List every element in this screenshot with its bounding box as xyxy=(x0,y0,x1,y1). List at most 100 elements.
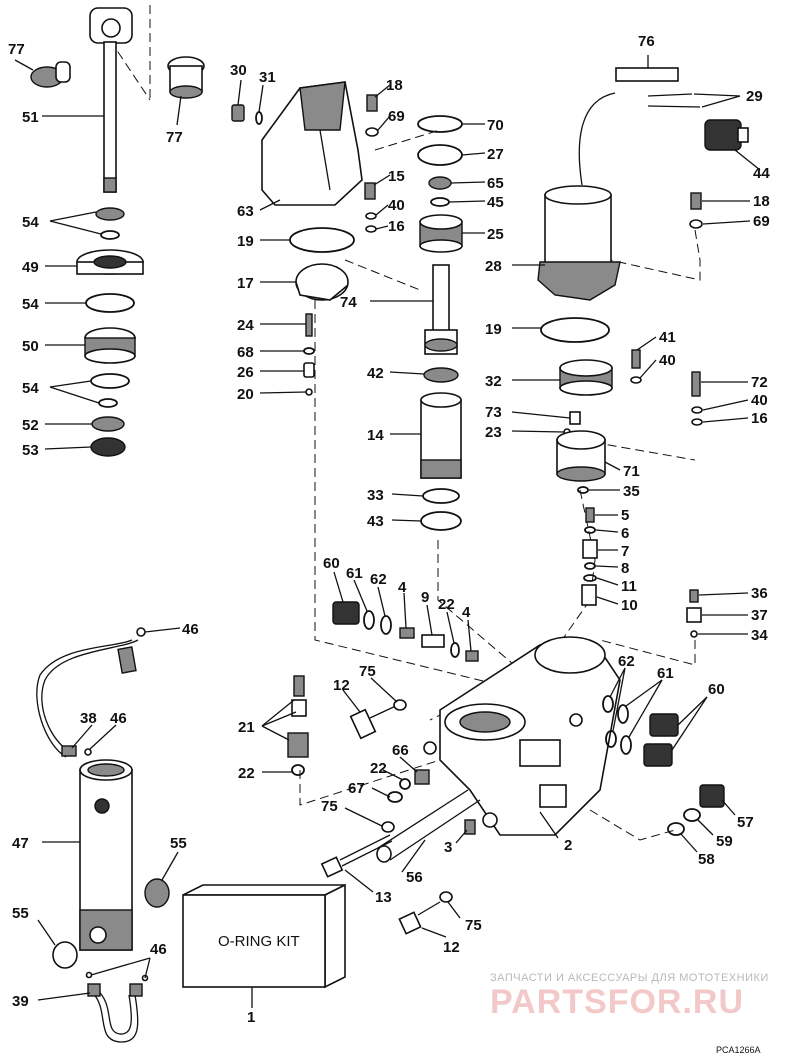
callout-65: 65 xyxy=(487,175,504,192)
callout-58: 58 xyxy=(698,851,715,868)
callout-50: 50 xyxy=(22,338,39,355)
callout-21: 21 xyxy=(238,719,255,736)
o-ring-part xyxy=(399,778,411,790)
bolt-part xyxy=(398,901,441,935)
callout-54: 54 xyxy=(22,380,39,397)
callout-18: 18 xyxy=(386,77,403,94)
wire-part xyxy=(647,93,701,108)
callout-67: 67 xyxy=(348,780,365,797)
leader-lines xyxy=(14,55,761,1008)
callout-5: 5 xyxy=(621,507,629,524)
callout-40: 40 xyxy=(751,392,768,409)
nut-part xyxy=(428,176,452,190)
callout-22: 22 xyxy=(238,765,255,782)
o-ring-kit-box xyxy=(182,883,346,989)
callout-57: 57 xyxy=(737,814,754,831)
callout-59: 59 xyxy=(716,833,733,850)
callout-22: 22 xyxy=(438,596,455,613)
callout-9: 9 xyxy=(421,589,429,606)
callout-4: 4 xyxy=(398,579,407,596)
cover-plate-part xyxy=(295,263,349,301)
callout-33: 33 xyxy=(367,487,384,504)
piston-stack-part xyxy=(76,207,144,457)
callout-8: 8 xyxy=(621,560,629,577)
reservoir-part xyxy=(261,81,363,206)
o-ring-part xyxy=(422,488,460,504)
callout-53: 53 xyxy=(22,442,39,459)
fitting-group-part xyxy=(602,695,679,767)
callout-25: 25 xyxy=(487,226,504,243)
screw-part xyxy=(690,192,702,210)
bushing-part xyxy=(52,941,78,969)
callout-69: 69 xyxy=(753,213,770,230)
callout-11: 11 xyxy=(621,578,637,595)
callout-22: 22 xyxy=(370,760,387,777)
callout-31: 31 xyxy=(259,69,276,86)
callout-24: 24 xyxy=(237,317,254,334)
callout-18: 18 xyxy=(753,193,770,210)
callout-47: 47 xyxy=(12,835,29,852)
seal-part xyxy=(423,367,459,383)
valve-part xyxy=(303,362,315,378)
washer-part xyxy=(393,699,407,711)
callout-62: 62 xyxy=(618,653,635,670)
bushing-part xyxy=(167,56,205,99)
manifold-cap-part xyxy=(556,430,606,482)
callout-19: 19 xyxy=(485,321,502,338)
callout-45: 45 xyxy=(487,194,504,211)
callout-70: 70 xyxy=(487,117,504,134)
drawing-code: PCA1266A xyxy=(716,1045,761,1055)
o-ring-part xyxy=(289,227,355,253)
callout-77: 77 xyxy=(166,129,183,146)
label-strip-part xyxy=(615,67,679,82)
washer-part xyxy=(630,376,642,384)
washer-part xyxy=(439,891,453,903)
callout-54: 54 xyxy=(22,296,39,313)
cylinder-part xyxy=(420,392,462,479)
callout-68: 68 xyxy=(237,344,254,361)
callout-49: 49 xyxy=(22,259,39,276)
callout-42: 42 xyxy=(367,365,384,382)
screw-part xyxy=(366,94,378,112)
callout-55: 55 xyxy=(12,905,29,922)
motor-part xyxy=(537,92,621,301)
callout-46: 46 xyxy=(110,710,127,727)
bushing-part xyxy=(30,61,71,88)
cylinder-part xyxy=(79,759,133,951)
washer-part xyxy=(689,219,703,229)
callout-12: 12 xyxy=(443,939,460,956)
callout-15: 15 xyxy=(388,168,405,185)
piston-part xyxy=(419,214,463,253)
callout-55: 55 xyxy=(170,835,187,852)
fitting-group-part xyxy=(332,601,479,662)
watermark-tagline: ЗАПЧАСТИ И АКСЕССУАРЫ ДЛЯ МОТОТЕХНИКИ xyxy=(490,972,769,984)
callout-63: 63 xyxy=(237,203,254,220)
callout-41: 41 xyxy=(659,329,676,346)
screw-part xyxy=(631,349,641,369)
callout-34: 34 xyxy=(751,627,768,644)
washer-part xyxy=(365,127,379,137)
callout-35: 35 xyxy=(623,483,640,500)
callout-1: 1 xyxy=(247,1009,255,1026)
callout-61: 61 xyxy=(346,565,363,582)
callout-54: 54 xyxy=(22,214,39,231)
trim-rod-part xyxy=(89,7,133,193)
callout-40: 40 xyxy=(659,352,676,369)
callout-3: 3 xyxy=(444,839,452,856)
hydraulic-line-part xyxy=(36,627,146,758)
callout-77: 77 xyxy=(8,41,25,58)
seal-ring-part xyxy=(559,359,613,396)
part-drawings xyxy=(30,7,749,1043)
callout-62: 62 xyxy=(370,571,387,588)
callout-29: 29 xyxy=(746,88,763,105)
callout-12: 12 xyxy=(333,677,350,694)
washer-part xyxy=(365,225,377,233)
callout-14: 14 xyxy=(367,427,384,444)
callout-13: 13 xyxy=(375,889,392,906)
callout-46: 46 xyxy=(150,941,167,958)
o-ring-part xyxy=(430,197,450,207)
pump-body-part xyxy=(423,636,621,836)
o-ring-part xyxy=(417,115,463,133)
callout-40: 40 xyxy=(388,197,405,214)
